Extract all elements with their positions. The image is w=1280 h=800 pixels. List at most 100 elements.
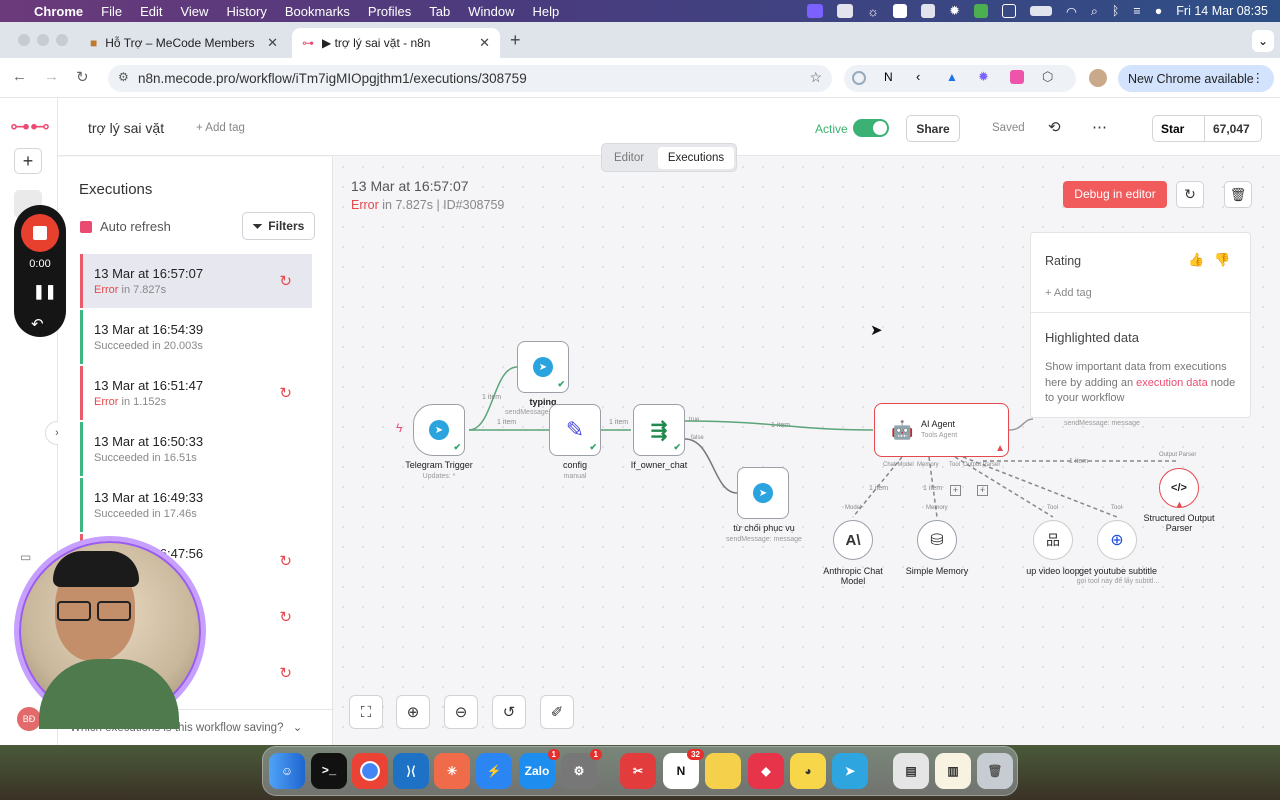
notion-tray-icon[interactable] [893,4,908,18]
node-if-owner-chat[interactable]: ⇶✔ [633,404,685,456]
add-tag-link[interactable]: + Add tag [196,122,245,134]
execution-data-link[interactable]: execution data [1136,376,1208,389]
menubar-clock[interactable]: Fri 14 Mar 08:35 [1176,4,1268,18]
node-telegram-trigger[interactable]: ➤✔ [413,404,465,456]
restart-icon[interactable]: ↶ [31,316,44,333]
siri-icon[interactable]: ● [1154,4,1163,18]
address-bar[interactable]: ⚙ n8n.mecode.pro/workflow/iTm7igMIOpgjth… [108,65,832,92]
execution-item[interactable]: 13 Mar at 16:54:39 Succeeded in 20.003s [80,310,312,364]
menu-profiles[interactable]: Profiles [367,3,412,19]
reset-zoom-icon[interactable]: ↺ [492,695,526,729]
tab-mecode[interactable]: ■ Hỗ Trợ – MeCode Members ✕ [80,28,288,58]
node-up-video-loop[interactable]: 品 [1033,520,1073,560]
new-tab-icon[interactable]: + [510,30,521,50]
user-avatar[interactable]: BĐ [17,707,41,731]
retry-icon[interactable]: ↻ [279,273,292,290]
node-anthropic[interactable]: A\ [833,520,873,560]
app-extension-icon[interactable] [1010,70,1024,84]
vscode-icon[interactable]: ⟩⟨ [393,753,429,789]
node-output-parser[interactable]: </> ▲ [1159,468,1199,509]
card-tray-icon[interactable] [1001,4,1016,18]
retry-icon[interactable]: ↻ [279,665,292,682]
claude-icon[interactable]: ✳ [434,753,470,789]
trash-icon[interactable]: 🗑 [1224,181,1252,208]
reload-icon[interactable]: ↻ [76,69,89,86]
puzzle-icon[interactable]: ⬡ [1042,69,1054,84]
history-icon[interactable]: ⟲ [1048,119,1061,136]
drive-tray-icon[interactable] [921,4,936,18]
auto-refresh-checkbox[interactable] [80,221,92,233]
youtube-studio-icon[interactable]: ✂ [620,753,656,789]
profile-avatar[interactable] [1089,69,1107,87]
gear-tray-icon[interactable]: ✹ [949,3,960,18]
more-options-icon[interactable]: ⋯ [1092,119,1107,136]
templates-icon[interactable]: ▭ [20,550,32,564]
refresh-icon[interactable]: ↻ [1176,181,1204,208]
extension-icon[interactable] [852,71,866,85]
vpn-tray-icon[interactable] [973,4,988,18]
cyberduck-icon[interactable]: ◕ [790,753,826,789]
tab-editor[interactable]: Editor [614,152,645,164]
close-tab-icon[interactable]: ✕ [267,35,278,50]
node-config[interactable]: ✎✔ [549,404,601,456]
cleanup-icon[interactable]: ✐ [540,695,574,729]
debug-in-editor-button[interactable]: Debug in editor [1063,181,1167,208]
menu-bookmarks[interactable]: Bookmarks [284,3,350,19]
bluetooth-icon[interactable]: ᛒ [1111,4,1120,18]
retry-icon[interactable]: ↻ [279,553,292,570]
menu-edit[interactable]: Edit [140,3,163,19]
node-typing[interactable]: ➤✔ [517,341,569,393]
zoom-out-icon[interactable]: ⊖ [444,695,478,729]
thumbs-down-icon[interactable]: 👎 [1214,252,1231,267]
active-toggle[interactable] [853,119,889,137]
notion-extension-icon[interactable]: N [884,70,893,84]
chrome-update-button[interactable]: New Chrome available ⋮ [1118,65,1274,92]
chevron-left-icon[interactable]: ‹ [916,69,921,84]
drive-extension-icon[interactable]: ▲ [946,70,958,84]
execution-item[interactable]: 13 Mar at 16:51:47 Error in 1.152s ↻ [80,366,312,420]
share-button[interactable]: Share [906,115,960,142]
execution-item[interactable]: 13 Mar at 16:57:07 Error in 7.827s ↻ [80,254,312,308]
retry-icon[interactable]: ↻ [279,609,292,626]
tab-search-icon[interactable]: ⌄ [1252,30,1274,52]
retry-icon[interactable]: ↻ [279,385,292,402]
node-simple-memory[interactable]: ⛁ [917,520,957,560]
menu-file[interactable]: File [101,3,123,19]
telegram-dock-icon[interactable]: ➤ [832,753,868,789]
github-star-button[interactable]: Star 67,047 [1152,115,1262,142]
battery-icon[interactable] [1029,6,1052,16]
fit-view-icon[interactable]: ⛶ [349,695,383,729]
node-ai-agent[interactable]: 🤖 AI Agent Tools Agent ▲ [874,403,1009,457]
add-tool-icon[interactable]: + [950,485,961,496]
menu-tab[interactable]: Tab [429,3,451,19]
menu-app-name[interactable]: Chrome [34,3,84,19]
control-center-icon[interactable]: ≡ [1133,4,1141,18]
bookmark-star-icon[interactable]: ☆ [809,69,822,85]
preview-icon[interactable]: ▤ [893,753,929,789]
close-tab-icon[interactable]: ✕ [479,35,490,50]
settings-icon[interactable]: ⚙1 [561,749,602,789]
tab-n8n[interactable]: ⊶ ▶ trợ lý sai vặt - n8n ✕ [292,28,500,58]
document-icon[interactable]: ▥ [935,753,971,789]
pause-icon[interactable]: ❚❚ [33,283,57,299]
forward-icon[interactable]: → [44,68,59,85]
search-icon[interactable]: ⌕ [1090,3,1098,18]
menu-help[interactable]: Help [532,3,560,19]
window-controls[interactable] [18,34,68,46]
site-info-icon[interactable]: ⚙ [118,70,129,84]
finder-icon[interactable]: ☺ [269,753,305,789]
node-youtube-subtitle[interactable]: ⊕ [1097,520,1137,560]
wifi-icon[interactable]: ◠ [1065,4,1077,19]
menu-view[interactable]: View [180,3,209,19]
brightness-icon[interactable]: ☼ [867,3,880,19]
node-reject[interactable]: ➤ [737,467,789,519]
add-icon[interactable]: + [14,148,42,174]
notes-icon[interactable] [705,753,741,789]
tray-app-icon[interactable] [837,4,854,18]
zoom-in-icon[interactable]: ⊕ [396,695,430,729]
thumbs-up-icon[interactable]: 👍 [1188,252,1205,267]
tab-executions[interactable]: Executions [658,147,734,169]
n8n-logo-icon[interactable]: ⊶⊷ [10,116,50,138]
